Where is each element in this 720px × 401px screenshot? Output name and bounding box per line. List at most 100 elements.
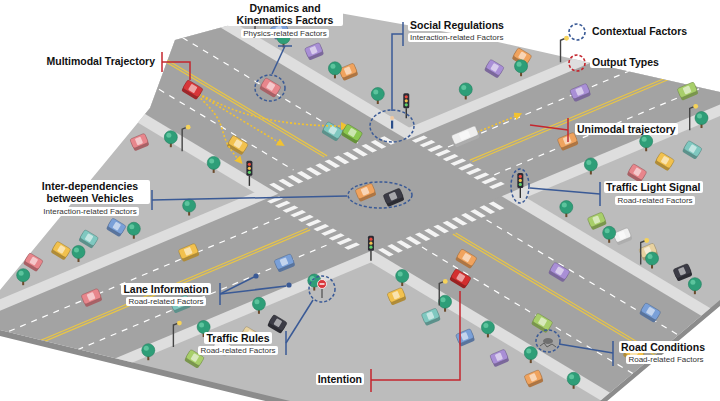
tree-canopy [183, 199, 196, 212]
car-roof [529, 373, 537, 382]
tree [439, 295, 452, 312]
street-lamp [173, 321, 181, 347]
car-roof [538, 317, 547, 327]
context-marker [536, 330, 560, 352]
traffic-light-pole [406, 108, 407, 118]
tree [17, 269, 30, 286]
crosswalk-stripe [489, 182, 505, 189]
callout-label: Inter-dependencies between Vehicles [31, 180, 150, 204]
leader-line [286, 300, 313, 343]
light-green [405, 103, 408, 106]
tree-canopy [127, 222, 140, 235]
tree [481, 321, 494, 338]
car [484, 59, 504, 78]
car [259, 78, 281, 98]
tree [164, 131, 177, 148]
context-marker [370, 110, 414, 142]
traffic-light-pole [520, 188, 521, 198]
car-body [640, 303, 661, 321]
car [587, 212, 607, 230]
car [130, 133, 150, 151]
tree [584, 158, 597, 175]
callout-label: Social Regulations [408, 19, 506, 31]
tree-highlight [398, 271, 403, 276]
car [490, 349, 510, 367]
car-body [304, 42, 323, 57]
pedestrian-head [390, 116, 394, 120]
leader-line [371, 291, 460, 380]
props-layer [17, 7, 708, 389]
street-lamp [561, 36, 569, 62]
car-body [490, 349, 509, 364]
tree [371, 88, 384, 105]
category-label: Road-related Factors [626, 355, 705, 364]
tree-canopy [142, 344, 155, 357]
car [267, 314, 287, 333]
crosswalk-stripe [321, 229, 337, 236]
crosswalk-stripe [479, 205, 495, 214]
crosswalk-stripe [481, 177, 497, 184]
car [274, 254, 296, 273]
lamp-pole [439, 281, 444, 305]
callout-label: Intention [316, 373, 364, 385]
leader-lines [152, 22, 613, 392]
car-roof [592, 215, 600, 224]
traffic-light [517, 173, 523, 198]
crosswalk-stripe [458, 163, 474, 170]
car-roof [462, 253, 471, 263]
tree-highlight [74, 247, 79, 252]
center-line [472, 10, 720, 162]
center-line [0, 230, 310, 397]
car [654, 152, 674, 171]
car-roof [555, 266, 564, 276]
tree-highlight [605, 228, 610, 233]
tree [127, 222, 140, 239]
callout-label: Traffic Rules [204, 332, 271, 344]
traffic-light-box [517, 173, 523, 188]
tree-canopy [72, 245, 85, 258]
car-body [107, 218, 126, 235]
tree-canopy [396, 269, 409, 282]
crosswalk-stripe [427, 145, 443, 152]
tree [328, 62, 341, 79]
category-label: Road-related Factors [198, 346, 277, 355]
leader-dot [253, 273, 258, 278]
tree [72, 245, 85, 262]
car-body [274, 254, 294, 270]
car-roof [683, 85, 692, 94]
tree [567, 372, 580, 389]
car-body [355, 183, 375, 199]
crosswalk-stripe [443, 154, 459, 161]
leader-line [162, 62, 190, 80]
leader-line [530, 188, 600, 194]
tree [207, 156, 220, 173]
lamp-head [693, 104, 698, 109]
crosswalk-stripe [352, 148, 368, 157]
callout-label: Unimodal trajectory [575, 123, 678, 135]
car-roof [678, 267, 686, 276]
car-roof [328, 125, 337, 135]
leader-line [220, 286, 286, 294]
car [106, 218, 126, 237]
car [449, 269, 471, 289]
car-roof [273, 318, 282, 327]
leader-line [152, 196, 347, 200]
car-body [342, 124, 363, 142]
car-roof [426, 311, 434, 320]
traffic-light-pole [249, 176, 250, 186]
center-line [456, 233, 720, 401]
legend-swatch [569, 24, 585, 40]
crosswalk-stripe [282, 205, 298, 212]
car-body [656, 152, 675, 169]
trajectory [192, 90, 282, 144]
tree-canopy [695, 112, 708, 125]
tree-canopy [567, 372, 580, 385]
context-marker [511, 169, 529, 203]
car-body [673, 263, 692, 278]
car-roof [348, 128, 357, 138]
car-roof [460, 332, 468, 341]
sign-face [318, 280, 327, 289]
tree-highlight [373, 90, 378, 95]
car-roof [309, 46, 317, 55]
